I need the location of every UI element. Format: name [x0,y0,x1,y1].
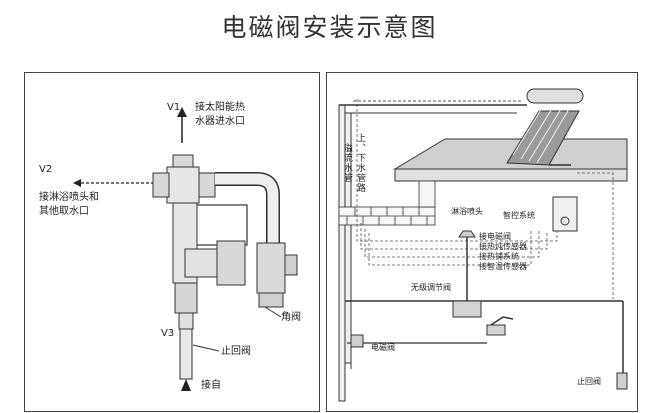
bottom-coupling [174,282,198,314]
check-valve-leader [192,344,220,352]
v1-tag: V1 [167,102,181,113]
check-valve [616,372,628,390]
check-valve [178,312,194,330]
smart-control-box [552,196,578,232]
inner-bracket [194,204,248,246]
v2-tag: V2 [39,164,53,175]
house-installation-drawing [338,88,628,402]
page-title: 电磁阀安装示意图 [221,13,438,42]
right-nut [198,172,216,198]
supply-pipe [344,112,352,364]
solenoid-valve [350,334,364,348]
water-tank [526,88,584,104]
v1-label-line1: 接太阳能热 [195,102,245,113]
shower-head-icon [458,230,476,238]
wire-label-1: 接热炖传感器 [479,242,527,251]
solenoid-valve-label: 电磁阀 [371,343,395,352]
lower-coupling [216,240,246,286]
overflow-pipe-label: 溢流水管 [342,143,352,183]
v2-label-line2: 其他取水口 [39,206,89,217]
v1-arrow-head [177,107,187,117]
top-nut [172,154,194,168]
roof [393,138,628,170]
angle-valve-label: 角阀 [281,312,301,323]
inlet-pipe [179,328,193,380]
stepless-valve [452,300,482,318]
angle-valve-leader [264,306,282,318]
roof-beam [394,168,628,182]
valve-assembly-drawing [73,107,298,391]
inlet-label: 接自 [201,380,221,391]
valve-assembly-panel: V1 接太阳能热 水器进水口 V2 接淋浴喷头和 其他取水口 角阀 V3 止回阀… [24,72,320,412]
v1-label-line2: 水器进水口 [195,116,245,127]
loop-pipe-outer [215,172,280,251]
wire-label-0: 接电磁阀 [479,232,511,241]
v2-label-line1: 接淋浴喷头和 [39,192,99,203]
angle-valve-handle [284,254,298,276]
check-valve-label-right: 止回阀 [577,377,601,386]
angle-valve-body [256,242,286,294]
signal-wires [356,99,614,299]
mixer-faucet [486,324,506,336]
faucet-spout [490,316,514,326]
v3-arrow-head [181,379,191,391]
v3-tag: V3 [161,328,175,339]
smart-control-label: 智控系统 [503,211,535,220]
brick-wall [338,180,436,226]
shower-head-label: 淋浴喷头 [451,207,483,216]
house-installation-panel: 溢流水管 上、下水管路 淋浴喷头 智控系统 接电磁阀 接热炖传感器 接热铺系统 … [326,72,638,412]
angle-valve-base [258,292,284,308]
loop-pipe-inner [215,173,279,251]
updown-pipe-label: 上、下水管路 [355,133,365,193]
wire-label-3: 接智温传感器 [479,262,527,271]
left-nut [152,172,170,198]
v2-arrow-head [73,179,81,187]
valve-body [166,166,200,204]
check-valve-label: 止回阀 [221,346,251,357]
wire-label-2: 接热铺系统 [479,252,519,261]
solar-water-heater [506,88,584,166]
stepless-valve-label: 无级调节阀 [411,283,451,292]
